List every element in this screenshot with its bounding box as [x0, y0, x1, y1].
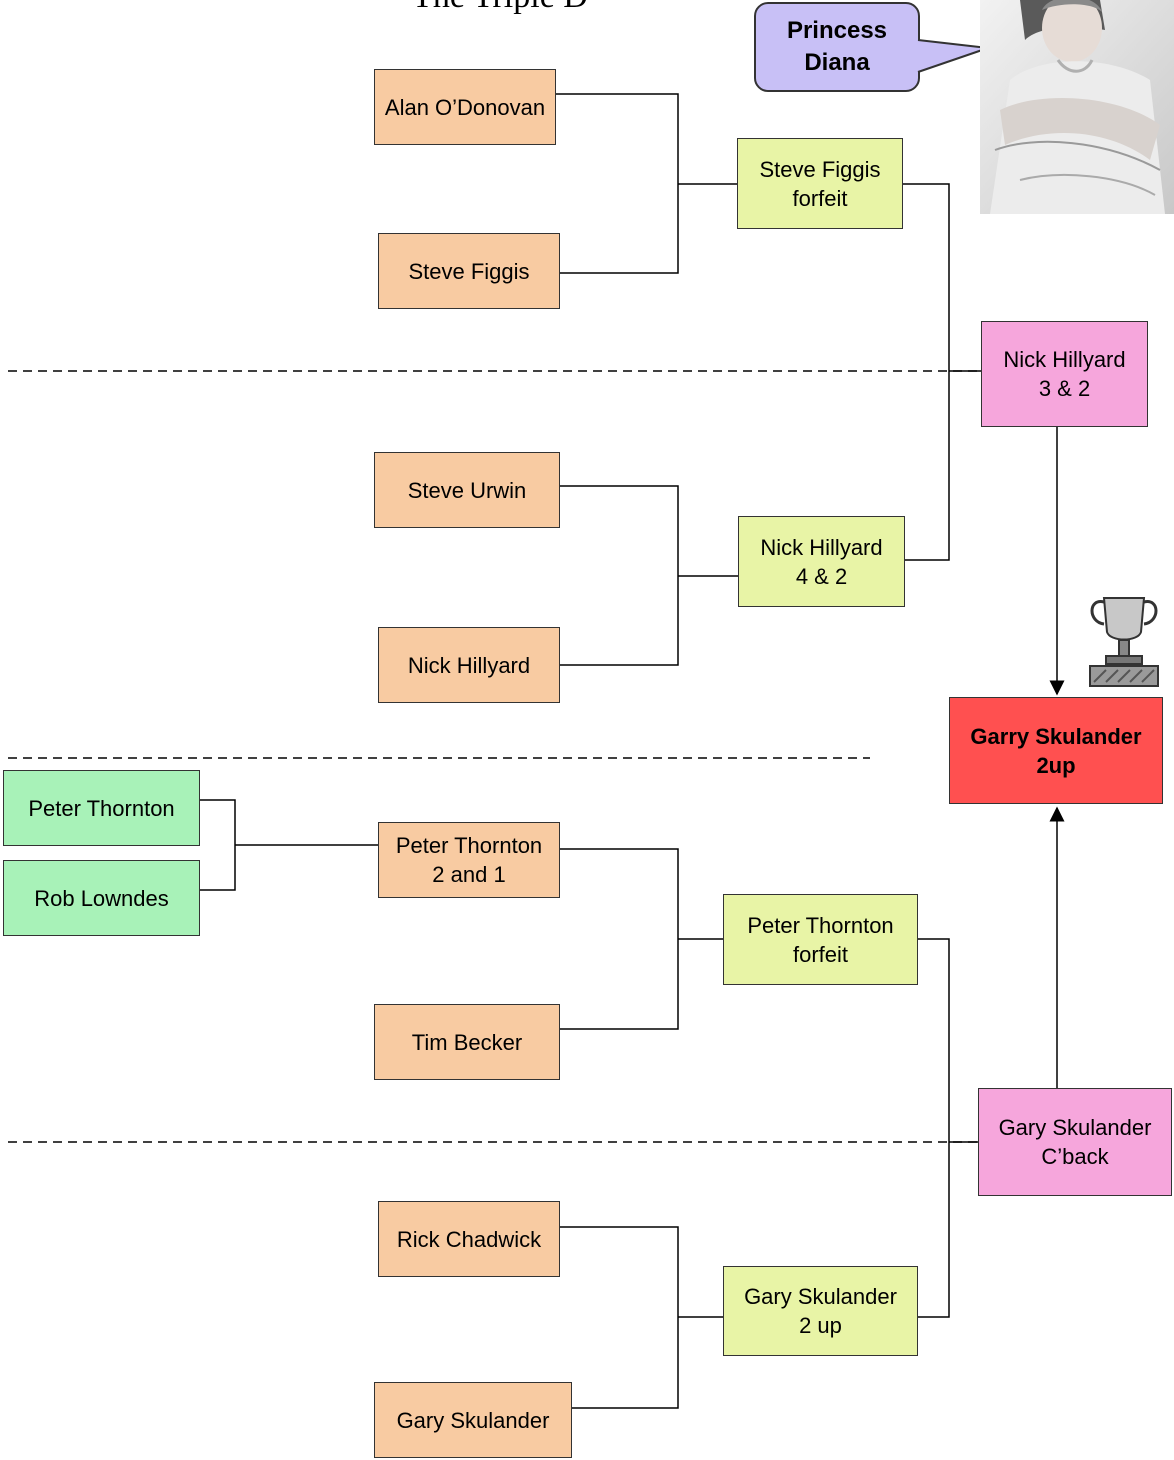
- portrait-photo: [980, 0, 1174, 214]
- final-winner: Garry Skulander 2up: [949, 697, 1163, 804]
- player-gary-skulander: Gary Skulander: [374, 1382, 572, 1458]
- player-nick-hillyard: Nick Hillyard: [378, 627, 560, 703]
- player-alan-odonovan: Alan O’Donovan: [374, 69, 556, 145]
- connector-line: [903, 183, 950, 561]
- connector-line: [918, 938, 950, 1318]
- round2-nick-hillyard: Nick Hillyard 4 & 2: [738, 516, 905, 607]
- prelim-rob-lowndes: Rob Lowndes: [3, 860, 200, 936]
- semi-gary-skulander: Gary Skulander C’back: [978, 1088, 1172, 1196]
- trophy-icon: [1089, 597, 1159, 687]
- player-rick-chadwick: Rick Chadwick: [378, 1201, 560, 1277]
- prelim-peter-thornton: Peter Thornton: [3, 770, 200, 846]
- semi-nick-hillyard: Nick Hillyard 3 & 2: [981, 321, 1148, 427]
- player-tim-becker: Tim Becker: [374, 1004, 560, 1080]
- player-peter-thornton-result: Peter Thornton 2 and 1: [378, 822, 560, 898]
- round2-peter-thornton: Peter Thornton forfeit: [723, 894, 918, 985]
- player-steve-figgis: Steve Figgis: [378, 233, 560, 309]
- round2-gary-skulander: Gary Skulander 2 up: [723, 1266, 918, 1356]
- bracket-title: The Triple D: [330, 0, 670, 16]
- round2-steve-figgis: Steve Figgis forfeit: [737, 138, 903, 229]
- callout-bubble: Princess Diana: [754, 2, 920, 92]
- player-steve-urwin: Steve Urwin: [374, 452, 560, 528]
